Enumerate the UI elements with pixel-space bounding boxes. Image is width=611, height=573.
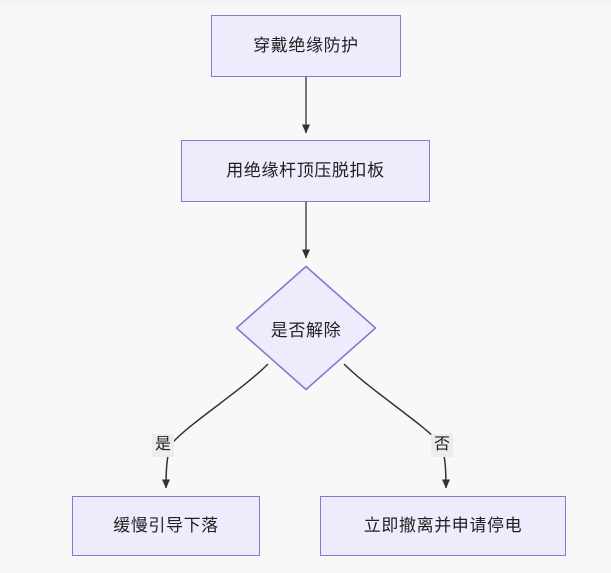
node-label: 用绝缘杆顶压脱扣板	[226, 160, 385, 180]
edge-label-no: 否	[431, 434, 454, 458]
node-label: 穿戴绝缘防护	[253, 35, 359, 55]
node-label: 是否解除	[270, 320, 342, 340]
node-decision-is-released[interactable]: 是否解除	[235, 265, 377, 391]
node-press-trip-plate-with-insulating-rod[interactable]: 用绝缘杆顶压脱扣板	[181, 140, 430, 202]
edge-label-yes: 是	[152, 434, 175, 458]
node-wear-insulation-protection[interactable]: 穿戴绝缘防护	[211, 15, 401, 77]
node-slowly-guide-down[interactable]: 缓慢引导下落	[72, 496, 260, 556]
diamond-shape	[235, 265, 377, 391]
edge-n3-n4-yes	[162, 363, 269, 489]
node-evacuate-and-request-power-cut[interactable]: 立即撤离并申请停电	[320, 496, 566, 556]
node-label: 缓慢引导下落	[113, 515, 219, 535]
node-label: 立即撤离并申请停电	[363, 515, 523, 535]
